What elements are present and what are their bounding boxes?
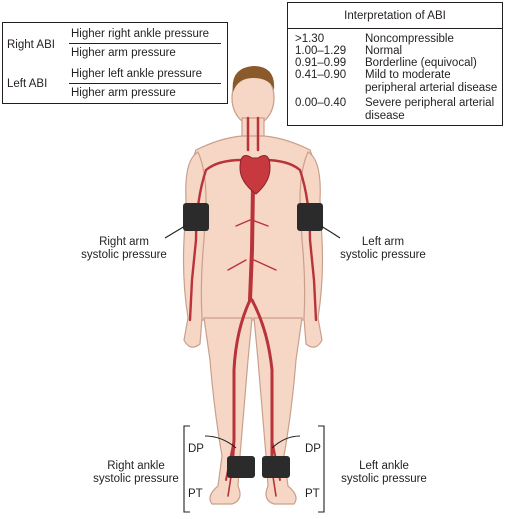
pt-label-left-leg: PT: [305, 488, 320, 500]
left-arm-label: Left arm systolic pressure: [330, 236, 436, 262]
left-abi-denominator: Higher arm pressure: [71, 87, 176, 99]
pressure-cuffs: [183, 203, 323, 478]
interp-range-4: 0.41–0.90: [295, 69, 347, 81]
left-ankle-label-line2: systolic pressure: [341, 473, 427, 485]
right-ankle-label: Right ankle systolic pressure: [88, 460, 184, 486]
right-arm-label-line1: Right arm: [99, 236, 149, 248]
right-ankle-label-line2: systolic pressure: [93, 473, 179, 485]
interp-range-1: >1.30: [295, 33, 325, 45]
abi-interpretation-box: Interpretation of ABI >1.30 Noncompressi…: [287, 2, 503, 126]
dp-label-left-leg: DP: [305, 443, 321, 455]
interpretation-divider: [288, 28, 502, 30]
right-abi-label: Right ABI: [7, 39, 55, 51]
interp-range-2: 1.00–1.29: [295, 45, 347, 57]
right-abi-fraction-bar: [69, 43, 221, 45]
interp-text-5: Severe peripheral arterial disease: [365, 97, 495, 122]
interp-range-3: 0.91–0.99: [295, 57, 347, 69]
right-arm-label: Right arm systolic pressure: [76, 236, 172, 262]
left-abi-fraction-bar: [69, 83, 221, 85]
heart-shape: [239, 155, 271, 195]
arterial-tree: [188, 116, 318, 497]
interp-text-1: Noncompressible: [365, 33, 454, 45]
interpretation-title: Interpretation of ABI: [344, 10, 446, 22]
interp-range-5: 0.00–0.40: [295, 97, 347, 109]
interp-text-3: Borderline (equivocal): [365, 57, 477, 69]
left-arm-label-line1: Left arm: [361, 236, 405, 248]
right-ankle-label-line1: Right ankle: [107, 460, 165, 472]
body-silhouette: [182, 70, 324, 505]
left-arm-label-line2: systolic pressure: [340, 249, 426, 261]
abi-formula-box: Right ABI Higher right ankle pressure Hi…: [2, 22, 228, 104]
left-abi-label: Left ABI: [7, 78, 48, 90]
right-abi-numerator: Higher right ankle pressure: [71, 28, 210, 40]
dp-label-right-leg: DP: [188, 443, 204, 455]
leader-lines: [164, 225, 341, 513]
left-ankle-label: Left ankle systolic pressure: [334, 460, 434, 486]
pt-label-right-leg: PT: [188, 488, 203, 500]
interp-text-4: Mild to moderate peripheral arterial dis…: [365, 69, 498, 94]
left-ankle-label-line1: Left ankle: [359, 460, 409, 472]
interp-text-2: Normal: [365, 45, 403, 57]
right-arm-label-line2: systolic pressure: [81, 249, 167, 261]
right-abi-denominator: Higher arm pressure: [71, 47, 176, 59]
left-abi-numerator: Higher left ankle pressure: [71, 68, 203, 80]
hair-shape: [232, 66, 275, 92]
